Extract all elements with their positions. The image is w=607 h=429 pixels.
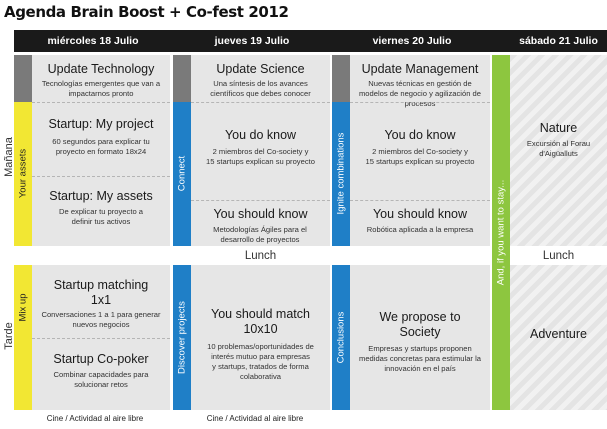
wed-track-bar-mixup: Mix up <box>14 265 32 410</box>
wed-matching-desc: Conversaciones 1 a 1 para generar nuevos… <box>41 310 161 329</box>
fri-track-bar-ignite: Ignite combinations <box>332 102 350 246</box>
wed-morning-panel <box>32 55 170 246</box>
sat-adventure-title: Adventure <box>530 327 587 341</box>
wed-footer-activity: Cine / Actividad al aire libre <box>46 414 144 423</box>
fri-divider-2 <box>350 200 490 201</box>
wed-assets-desc: De explicar tu proyecto a definir tus ac… <box>59 207 143 226</box>
fri-track-bar-conclusions: Conclusions <box>332 265 350 410</box>
wed-copoker-desc: Combinar capacidades para solucionar ret… <box>53 370 149 389</box>
thu-footer-activity: Cine / Actividad al aire libre <box>206 414 304 423</box>
fri-propose-title: We propose to Society <box>379 310 461 339</box>
thu-morning-panel <box>191 55 330 246</box>
thu-should-desc: Metodologías Ágiles para el desarrollo d… <box>213 225 307 244</box>
day-header-thursday: jueves 19 Julio <box>214 35 290 47</box>
stay-track-bar: And, if you want to stay... <box>492 55 510 410</box>
track-label-ignite-combinations: Ignite combinations <box>335 132 347 215</box>
fri-propose-desc-b: medidas concretas para estimular la inno… <box>359 354 481 373</box>
fri-update-marker <box>332 55 350 102</box>
fri-update-desc: Nuevas técnicas en gestión de modelos de… <box>358 79 481 108</box>
sat-lunch-label: Lunch <box>542 250 575 262</box>
wed-update-title: Update Technology <box>47 62 155 76</box>
thu-update-title: Update Science <box>216 62 305 76</box>
fri-youdo-desc-a: 2 miembros del Co-society y <box>372 147 468 156</box>
day-header-bar <box>14 30 607 52</box>
thu-match-desc-b: y startups, tratados de forma colaborati… <box>212 362 309 381</box>
track-label-mix-up: Mix up <box>17 293 29 322</box>
sat-morning-panel <box>510 55 607 246</box>
thu-divider-1 <box>191 102 330 103</box>
wed-project-desc: 60 segundos para explicar tu proyecto en… <box>52 137 150 156</box>
thu-divider-2 <box>191 200 330 201</box>
sat-nature-desc: Excursión al Forau d'Aigüalluts <box>526 139 591 158</box>
fri-divider-1 <box>350 102 490 103</box>
fri-youdo-desc-b: 15 startups explican su proyecto <box>365 157 475 166</box>
thu-match-title: You should match 10x10 <box>211 307 310 336</box>
track-label-connect: Connect <box>176 155 188 192</box>
fri-should-title: You should know <box>372 207 468 221</box>
track-label-stay: And, if you want to stay... <box>495 179 507 286</box>
wed-track-bar-assets: Your assets <box>14 102 32 246</box>
wed-update-marker <box>14 55 32 102</box>
wed-divider-2 <box>32 176 170 177</box>
sat-nature-title: Nature <box>539 121 578 135</box>
weekday-lunch-label: Lunch <box>244 250 277 262</box>
thu-update-desc: Una síntesis de los avances científicos … <box>210 79 311 98</box>
track-label-your-assets: Your assets <box>17 148 29 199</box>
page-title: Agenda Brain Boost + Co-fest 2012 <box>4 3 289 21</box>
day-header-friday: viernes 20 Julio <box>372 35 452 47</box>
fri-youdo-title: You do know <box>384 128 456 142</box>
thu-should-title: You should know <box>213 207 308 221</box>
wed-divider-3 <box>32 338 170 339</box>
thu-youdo-desc-a: 2 miembros del Co-society y <box>212 147 309 156</box>
day-header-saturday: sábado 21 Julio <box>519 35 598 47</box>
thu-track-bar-discover: Discover projects <box>173 265 191 410</box>
track-label-discover-projects: Discover projects <box>176 301 188 374</box>
wed-matching-title: Startup matching 1x1 <box>53 278 149 307</box>
wed-update-desc: Tecnologías emergentes que van a impacta… <box>41 79 161 98</box>
fri-morning-panel <box>350 55 490 246</box>
wed-project-title: Startup: My project <box>48 117 154 131</box>
sat-afternoon-panel <box>510 265 607 410</box>
thu-match-desc-a: 10 problemas/oportunidades de interés mu… <box>207 342 314 361</box>
fri-update-title: Update Management <box>361 62 479 76</box>
fri-should-desc: Robótica aplicada a la empresa <box>366 225 474 234</box>
thu-afternoon-panel <box>191 265 330 410</box>
wed-afternoon-panel <box>32 265 170 410</box>
thu-youdo-title: You do know <box>224 128 297 142</box>
thu-youdo-desc-b: 15 startups explican su proyecto <box>206 157 315 166</box>
fri-afternoon-panel <box>350 265 490 410</box>
fri-propose-desc-a: Empresas y startups proponen <box>368 344 472 353</box>
thu-update-marker <box>173 55 191 102</box>
wed-divider-1 <box>32 102 170 103</box>
day-header-wednesday: miércoles 18 Julio <box>47 35 139 47</box>
track-label-conclusions: Conclusions <box>335 311 347 364</box>
thu-track-bar-connect: Connect <box>173 102 191 246</box>
wed-copoker-title: Startup Co-poker <box>53 352 149 366</box>
wed-assets-title: Startup: My assets <box>49 189 153 203</box>
